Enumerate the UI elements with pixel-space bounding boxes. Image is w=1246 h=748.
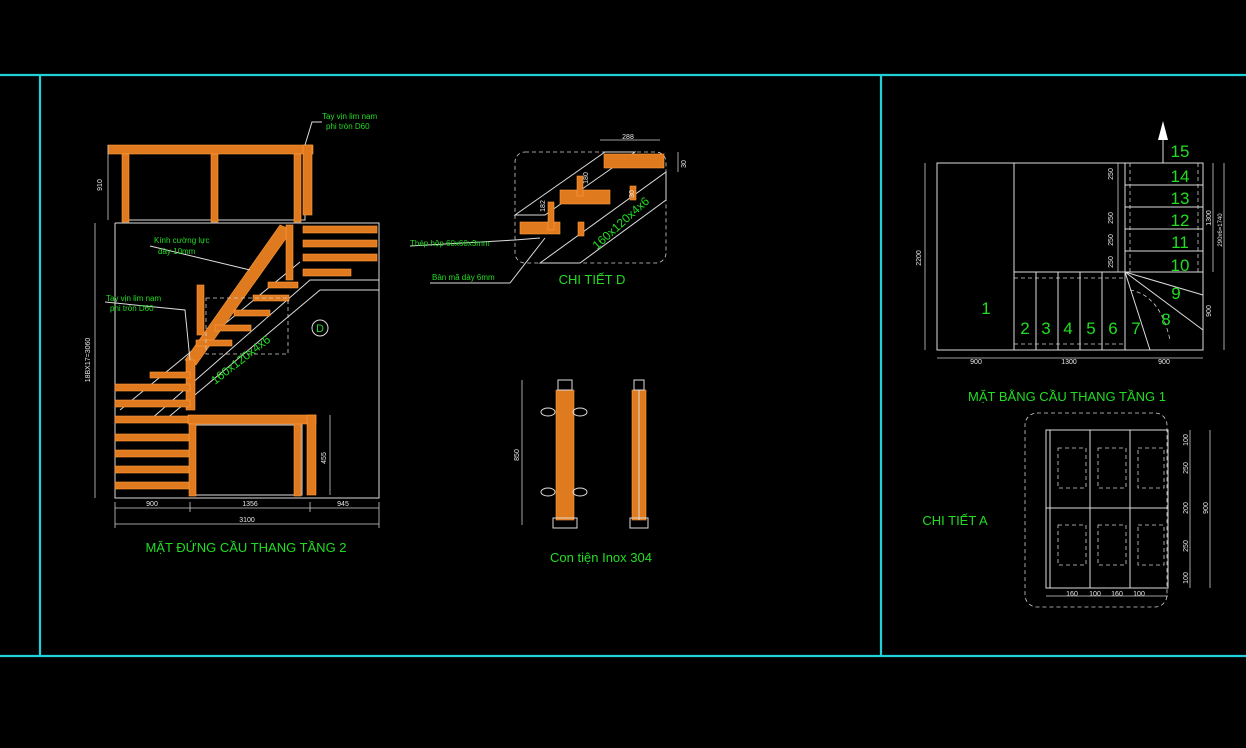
dim-lower-height: 455	[321, 452, 328, 464]
plan-title: MẶT BẰNG CẦU THANG TẦNG 1	[968, 389, 1166, 404]
detail-a-dim-h-3: 160	[1111, 591, 1123, 598]
plan-step-number: 5	[1086, 319, 1095, 338]
plan-step-number: 3	[1041, 319, 1050, 338]
plan-dim-height-left: 2200	[916, 250, 923, 266]
note-handrail-side-line2: phi tròn D60	[110, 304, 154, 313]
note-glass-line1: Kính cường lực	[154, 236, 210, 245]
detail-d-marker: D	[316, 323, 324, 335]
dim-top-height: 910	[97, 179, 104, 191]
plan-dim-riser-3: 250	[1108, 234, 1115, 246]
plan-step-number: 13	[1171, 189, 1190, 208]
note-steel-box: Thép hộp 60x60x3mm	[410, 239, 490, 248]
detail-d-dim-step-3: 30	[629, 190, 636, 198]
detail-a-dim-v-5: 100	[1183, 572, 1190, 584]
detail-a-dim-v-2: 250	[1183, 462, 1190, 474]
plan-dim-bottom-2: 1300	[1061, 359, 1077, 366]
detail-d-dim-right: 30	[681, 160, 688, 168]
note-glass-line2: dày 10mm	[158, 247, 196, 256]
detail-a-dim-h-2: 100	[1089, 591, 1101, 598]
note-handrail-side-line1: Tay vịn lim nam	[106, 294, 161, 303]
plan-step-number: 1	[981, 299, 990, 318]
detail-d-drawing[interactable]: 288 30 182 180 30 160x120x4x6 Thép hộp 6…	[409, 134, 688, 287]
detail-a-dim-v-3: 200	[1183, 502, 1190, 514]
sheet-frame	[0, 73, 1246, 658]
plan-step-number: 12	[1171, 211, 1190, 230]
detail-d-dim-step-1: 182	[540, 200, 547, 212]
baluster-drawing[interactable]: 850 Con tiện Inox 304	[514, 379, 652, 565]
baluster-title: Con tiện Inox 304	[550, 550, 652, 565]
stair-plan-drawing[interactable]: 2200 250 250 250 250 1300 290x6=1740 900…	[916, 121, 1225, 404]
detail-a-dim-h-4: 100	[1133, 591, 1145, 598]
plan-step-number: 10	[1171, 256, 1190, 275]
detail-a-dim-v-1: 100	[1183, 434, 1190, 446]
dim-total-width: 3100	[239, 517, 255, 524]
dim-total-height: 18BX17=3060	[85, 338, 92, 383]
detail-d-title: CHI TIẾT D	[559, 272, 626, 287]
detail-a-dim-v-4: 250	[1183, 540, 1190, 552]
dim-bottom-3: 945	[337, 501, 349, 508]
dim-bottom-2: 1356	[242, 501, 258, 508]
dim-bottom-1: 900	[146, 501, 158, 508]
plan-dim-riser-2: 250	[1108, 212, 1115, 224]
detail-a-drawing[interactable]: 100 250 200 250 100 900 160 100 160 100 …	[922, 412, 1211, 608]
plan-step-number: 11	[1171, 233, 1189, 252]
plan-dim-right-stack: 290x6=1740	[1218, 213, 1224, 247]
note-handrail-top-line1: Tay vịn lim nam	[322, 112, 377, 121]
plan-dim-riser-1: 250	[1108, 168, 1115, 180]
plan-dim-right-upper: 1300	[1206, 210, 1213, 226]
plan-step-number: 8	[1161, 310, 1170, 329]
plan-step-number: 2	[1020, 319, 1029, 338]
plan-dim-bottom-1: 900	[970, 359, 982, 366]
plan-dim-bottom-3: 900	[1158, 359, 1170, 366]
detail-d-dim-step-2: 180	[583, 172, 590, 184]
stair-elevation-drawing[interactable]: D 910 18BX17=3060 455 900 1356 945 3100 …	[85, 112, 380, 555]
plan-step-number: 15	[1171, 142, 1190, 161]
plan-dim-riser-4: 250	[1108, 256, 1115, 268]
detail-a-title: CHI TIẾT A	[922, 513, 988, 528]
baluster-dim-height: 850	[514, 449, 521, 461]
plan-step-number: 14	[1171, 167, 1190, 186]
plan-step-number: 4	[1063, 319, 1072, 338]
elevation-title: MẶT ĐỨNG CẦU THANG TẦNG 2	[145, 540, 346, 555]
plan-dim-right-lower: 900	[1206, 305, 1213, 317]
detail-d-dim-tread: 288	[622, 134, 634, 141]
detail-a-dim-v-total: 900	[1203, 502, 1210, 514]
plan-step-number: 9	[1171, 284, 1180, 303]
detail-a-dim-h-1: 160	[1066, 591, 1078, 598]
note-plate: Bản mã dày 6mm	[432, 273, 495, 282]
plan-step-number: 6	[1108, 319, 1117, 338]
plan-step-number: 7	[1131, 319, 1140, 338]
note-handrail-top-line2: phi tròn D60	[326, 122, 370, 131]
